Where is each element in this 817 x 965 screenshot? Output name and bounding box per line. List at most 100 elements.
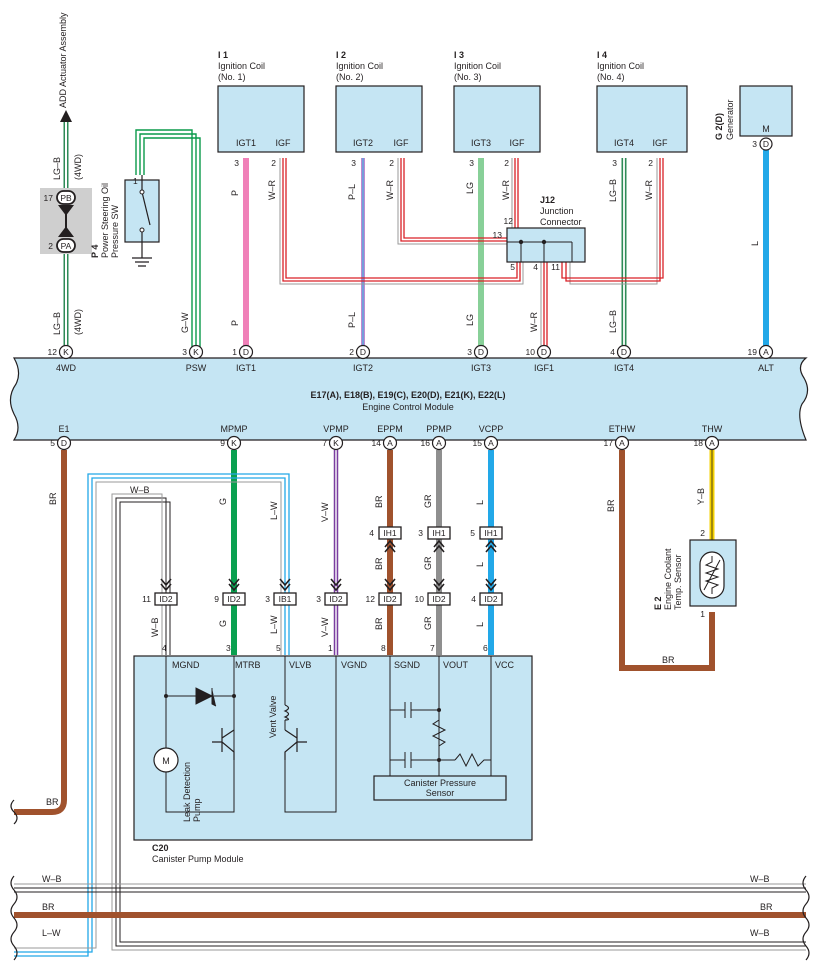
- e2-name-2: Temp. Sensor: [673, 554, 683, 610]
- i4-wire-lgb-bottom: LG–B: [608, 310, 618, 333]
- i2-name-2: (No. 2): [336, 72, 364, 82]
- break-marks: [10, 799, 810, 961]
- id2-vout-label: ID2: [432, 594, 446, 604]
- i3-name-2: (No. 3): [454, 72, 482, 82]
- i2-pin-3: 3: [351, 158, 356, 168]
- pin-connector-letter: A: [619, 438, 625, 448]
- connector-pb-label: PB: [60, 193, 72, 203]
- wires: [14, 118, 806, 957]
- i4-pin-b: IGF: [653, 138, 669, 148]
- ecm-top-pins: K124WDK3PSWD1IGT1D2IGT2D3IGT3D10IGF1D4IG…: [48, 344, 774, 373]
- c20-pin-6: 6: [483, 643, 488, 653]
- pressure-sensor-box: [373, 775, 507, 801]
- transistor-icon: [284, 728, 307, 760]
- pin-label: PPMP: [426, 424, 452, 434]
- pin-connector: [226, 435, 242, 451]
- i4-box: [596, 85, 688, 153]
- c20-pin-vlvb: VLVB: [289, 660, 311, 670]
- wire-mgnd-wb: [111, 493, 806, 951]
- pin-number: 17: [604, 438, 614, 448]
- ignition-coil-4: I 4 Ignition Coil (No. 4) IGT4 IGF 3 2 L…: [596, 50, 688, 333]
- add-actuator: ADD Actuator Assembly LG–B (4WD) PB 17 P…: [40, 12, 92, 335]
- pin-2-add: 2: [48, 241, 53, 251]
- id2-vgnd-pin: 3: [316, 594, 321, 604]
- mating-arrows-icon: [58, 205, 74, 237]
- pin-number: 5: [50, 438, 55, 448]
- c20-pin-1: 1: [328, 643, 333, 653]
- i1-box: [217, 85, 305, 153]
- i4-id: I 4: [597, 50, 607, 60]
- i3-name-1: Ignition Coil: [454, 61, 501, 71]
- wire-label-lgb-top: LG–B: [52, 157, 62, 180]
- wire-igf-wr: [279, 158, 664, 348]
- transistor-icon: [212, 728, 235, 760]
- pin-connector-letter: D: [621, 347, 627, 357]
- pin-number: 18: [694, 438, 704, 448]
- pin-number: 9: [220, 438, 225, 448]
- sgnd-wire-br-low: BR: [374, 617, 384, 630]
- pin-label: 4WD: [56, 363, 77, 373]
- pin-number: 14: [372, 438, 382, 448]
- i2-wire-pl-top: P–L: [347, 184, 357, 200]
- j12-pin-13: 13: [493, 230, 503, 240]
- i3-pin-b: IGF: [510, 138, 526, 148]
- pin-connector-letter: K: [63, 347, 69, 357]
- lower-wire-labels: BR W–B G L–W V–W BR GR L BR Y–B: [48, 485, 706, 522]
- bus-labels: BR W–B W–B BR BR L–W W–B: [42, 797, 773, 938]
- j12-pin-4: 4: [533, 262, 538, 272]
- module-connectors: ID2 11 W–B ID2 9 G IB1 3 L–W ID2 3 V–W: [142, 578, 503, 637]
- mtrb-wire-g-low: G: [218, 620, 228, 627]
- i1-pin-a: IGT1: [236, 138, 256, 148]
- pin-connector-letter: A: [709, 438, 715, 448]
- i1-id: I 1: [218, 50, 228, 60]
- id2-vout-pin: 10: [415, 594, 425, 604]
- pin-connector: [56, 435, 72, 451]
- ih1-connectors: IH1 4 BR IH1 3 GR IH1 5 L: [369, 526, 503, 570]
- e2-pin-1: 1: [700, 609, 705, 619]
- p4-name-2: Pressure SW: [110, 204, 120, 258]
- canister-pump-module: 4 3 5 1 8 7 6 MGND MTRB VLVB VGND SGND V…: [133, 643, 533, 864]
- pin-number: 10: [526, 347, 536, 357]
- id2-mtrb: ID2 9 G: [214, 578, 246, 627]
- vcpp-wire-l-top: L: [475, 500, 485, 505]
- pin-number: 3: [182, 347, 187, 357]
- generator-box: [739, 85, 793, 137]
- generator-name: Generator: [725, 99, 735, 140]
- pin-connector-letter: D: [243, 347, 249, 357]
- ib1-vlvb-pin: 3: [265, 594, 270, 604]
- j12-pin-5: 5: [510, 262, 515, 272]
- pin-label: ETHW: [609, 424, 636, 434]
- e2-name-1: Engine Coolant: [663, 548, 673, 610]
- j12-pin-12: 12: [504, 216, 514, 226]
- i3-pin-3: 3: [469, 158, 474, 168]
- wire-label-lgb-bottom: LG–B: [52, 312, 62, 335]
- j12-name-2: Connector: [540, 217, 582, 227]
- i4-pin-3: 3: [612, 158, 617, 168]
- id2-mgnd-label: ID2: [159, 594, 173, 604]
- mgnd-wire-wb-top: W–B: [130, 485, 150, 495]
- pin-connector-letter: D: [478, 347, 484, 357]
- ih1-ppmp-label: IH1: [432, 528, 446, 538]
- pin-number: 4: [610, 347, 615, 357]
- i3-id: I 3: [454, 50, 464, 60]
- bus-wb-right: W–B: [750, 874, 770, 884]
- wire-psw-gw: [135, 129, 201, 348]
- ignition-coil-3: I 3 Ignition Coil (No. 3) IGT3 IGF 3 2 L…: [453, 50, 541, 326]
- j12-box: [506, 227, 586, 263]
- i3-wire-lg-bottom: LG: [465, 314, 475, 326]
- ecm-body: [9, 357, 809, 441]
- ih1-eppm-pin: 4: [369, 528, 374, 538]
- i2-pin-b: IGF: [394, 138, 410, 148]
- e2-wire-br: BR: [662, 655, 675, 665]
- pin-connector: [758, 344, 774, 360]
- i1-wire-wr: W–R: [267, 180, 277, 201]
- pin-connector: [473, 344, 489, 360]
- eppm-wire-br-mid: BR: [374, 557, 384, 570]
- id2-mgnd-pin: 11: [142, 594, 151, 604]
- c20-pin-5: 5: [276, 643, 281, 653]
- c20-box: [133, 655, 533, 841]
